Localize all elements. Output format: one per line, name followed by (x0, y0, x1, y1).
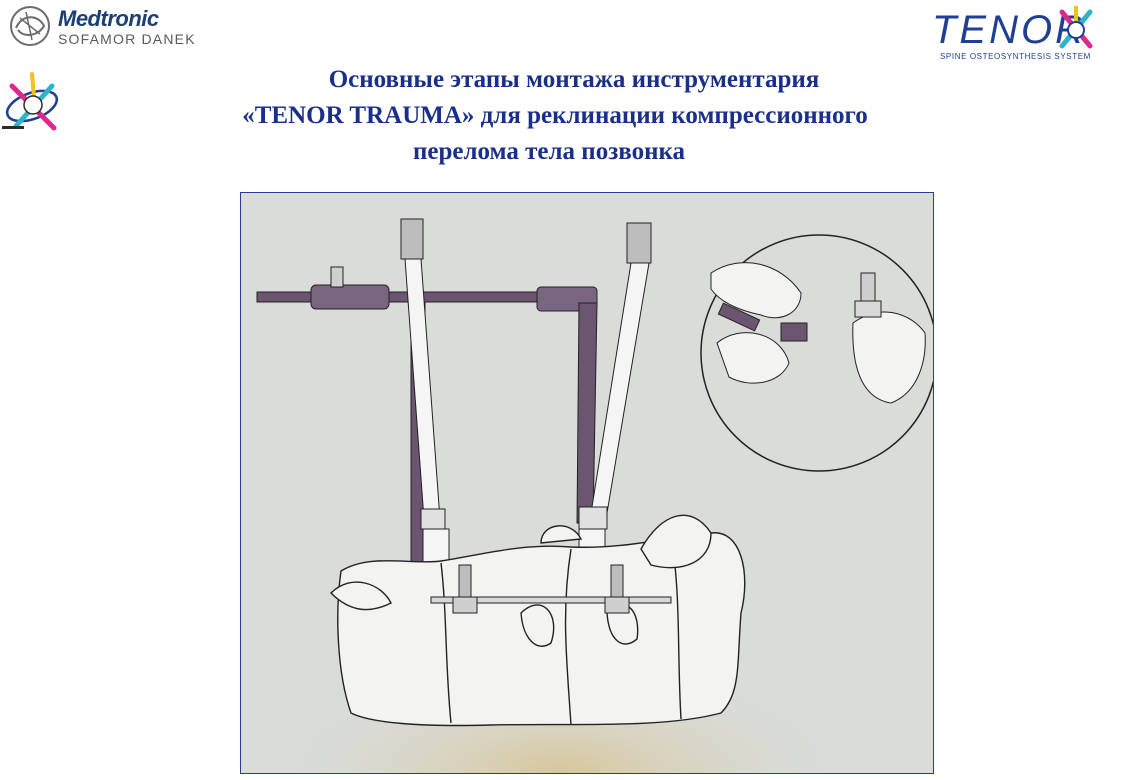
left-tube (400, 218, 450, 570)
title-line-1: Основные этапы монтажа инструментария (328, 66, 820, 93)
title-line-3: перелома тела позвонка (412, 138, 686, 165)
page-title: Основные этапы монтажа инструментария «T… (100, 62, 1030, 170)
horizontal-rod (256, 266, 598, 312)
tenor-tagline: SPINE OSTEOSYNTHESIS SYSTEM (940, 52, 1091, 61)
tenor-cross-icon (1059, 6, 1093, 49)
vertebral-column (330, 514, 746, 727)
figure-frame (240, 192, 934, 774)
tenor-logo: TENOR SPINE OSTEOSYNTHESIS SYSTEM (932, 6, 1118, 64)
medtronic-emblem-icon (10, 6, 50, 46)
tenor-wordmark: TENOR (932, 8, 1087, 52)
medtronic-name: Medtronic (58, 6, 159, 31)
medtronic-subtitle: SOFAMOR DANEK (58, 31, 196, 47)
spine-emblem-icon (2, 72, 59, 131)
pedicle-screws (430, 564, 672, 614)
hands-assembling-clamp-icon (700, 234, 933, 472)
medtronic-logo: Medtronic SOFAMOR DANEK (8, 4, 208, 50)
spine-fixation-illustration (241, 193, 933, 773)
title-line-2: «TENOR TRAUMA» для реклинации компрессио… (242, 102, 868, 129)
